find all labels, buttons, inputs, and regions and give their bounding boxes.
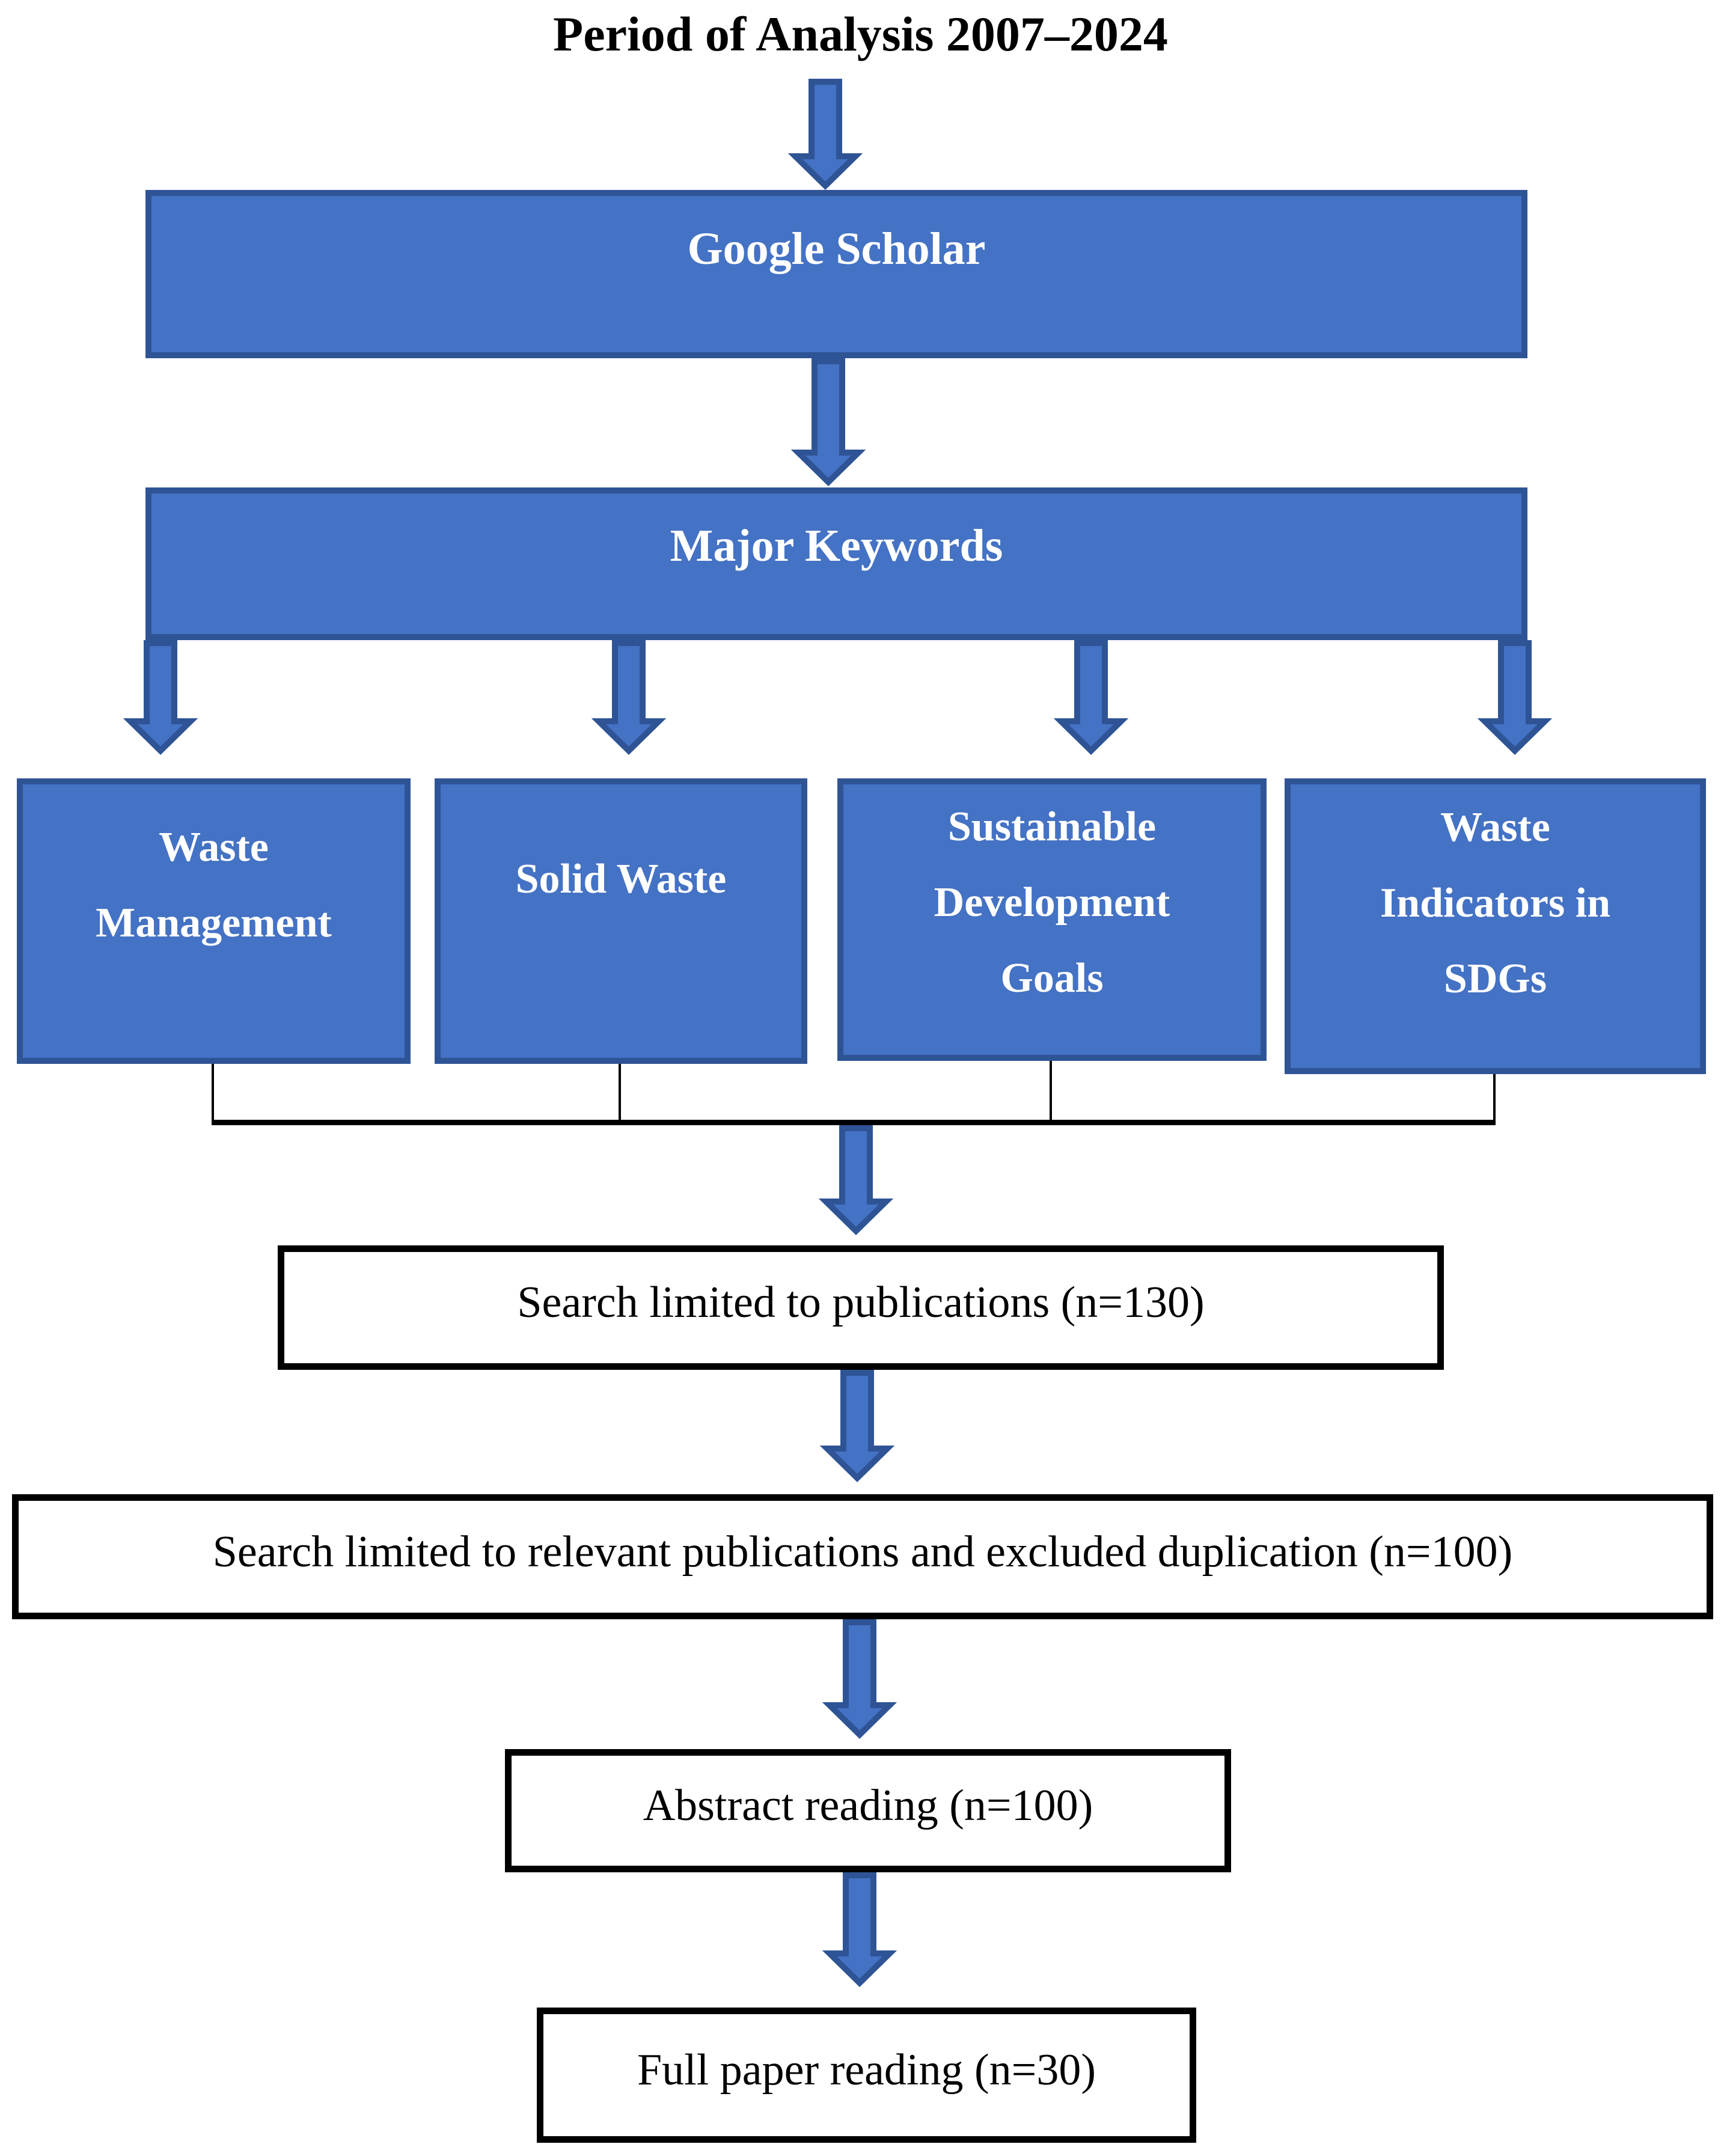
step-box-abstract-reading: Abstract reading (n=100) bbox=[505, 1749, 1231, 1872]
keyword-label: Sustainable Development Goals bbox=[934, 804, 1170, 1001]
step-label: Search limited to publications (n=130) bbox=[517, 1278, 1205, 1328]
step-label: Abstract reading (n=100) bbox=[643, 1781, 1093, 1831]
keyword-box-sustainable-development-goals: Sustainable Development Goals bbox=[837, 778, 1267, 1061]
step-label: Full paper reading (n=30) bbox=[637, 2045, 1096, 2095]
step-label: Search limited to relevant publications … bbox=[212, 1527, 1513, 1577]
google-scholar-box: Google Scholar bbox=[145, 190, 1527, 358]
connector-line bbox=[1050, 1061, 1052, 1124]
down-arrow-icon bbox=[123, 640, 198, 756]
down-arrow-icon bbox=[822, 1872, 897, 1988]
connector-line bbox=[212, 1064, 214, 1124]
connector-line bbox=[212, 1120, 1496, 1125]
connector-line bbox=[1493, 1074, 1496, 1124]
connector-line bbox=[619, 1064, 621, 1124]
step-box-full-paper-reading: Full paper reading (n=30) bbox=[537, 2008, 1196, 2143]
keyword-label: Waste Management bbox=[96, 823, 332, 946]
major-keywords-label: Major Keywords bbox=[670, 520, 1003, 571]
down-arrow-icon bbox=[818, 1125, 894, 1236]
step-box-search-limited-publications: Search limited to publications (n=130) bbox=[278, 1245, 1444, 1370]
down-arrow-icon bbox=[790, 358, 866, 487]
down-arrow-icon bbox=[819, 1370, 895, 1483]
keyword-label: Waste Indicators in SDGs bbox=[1380, 804, 1611, 1002]
down-arrow-icon bbox=[1053, 640, 1129, 756]
down-arrow-icon bbox=[822, 1619, 897, 1739]
keyword-box-waste-management: Waste Management bbox=[17, 778, 411, 1064]
google-scholar-label: Google Scholar bbox=[687, 223, 986, 274]
step-box-relevant-publications-excluded-duplication: Search limited to relevant publications … bbox=[12, 1494, 1713, 1619]
keyword-box-waste-indicators-in-sdgs: Waste Indicators in SDGs bbox=[1285, 778, 1706, 1074]
keyword-box-solid-waste: Solid Waste bbox=[435, 778, 807, 1064]
down-arrow-icon bbox=[591, 640, 667, 756]
down-arrow-icon bbox=[787, 79, 863, 191]
diagram-title: Period of Analysis 2007–2024 bbox=[553, 7, 1168, 61]
major-keywords-box: Major Keywords bbox=[145, 487, 1527, 640]
keyword-label: Solid Waste bbox=[515, 855, 727, 902]
down-arrow-icon bbox=[1477, 640, 1553, 756]
